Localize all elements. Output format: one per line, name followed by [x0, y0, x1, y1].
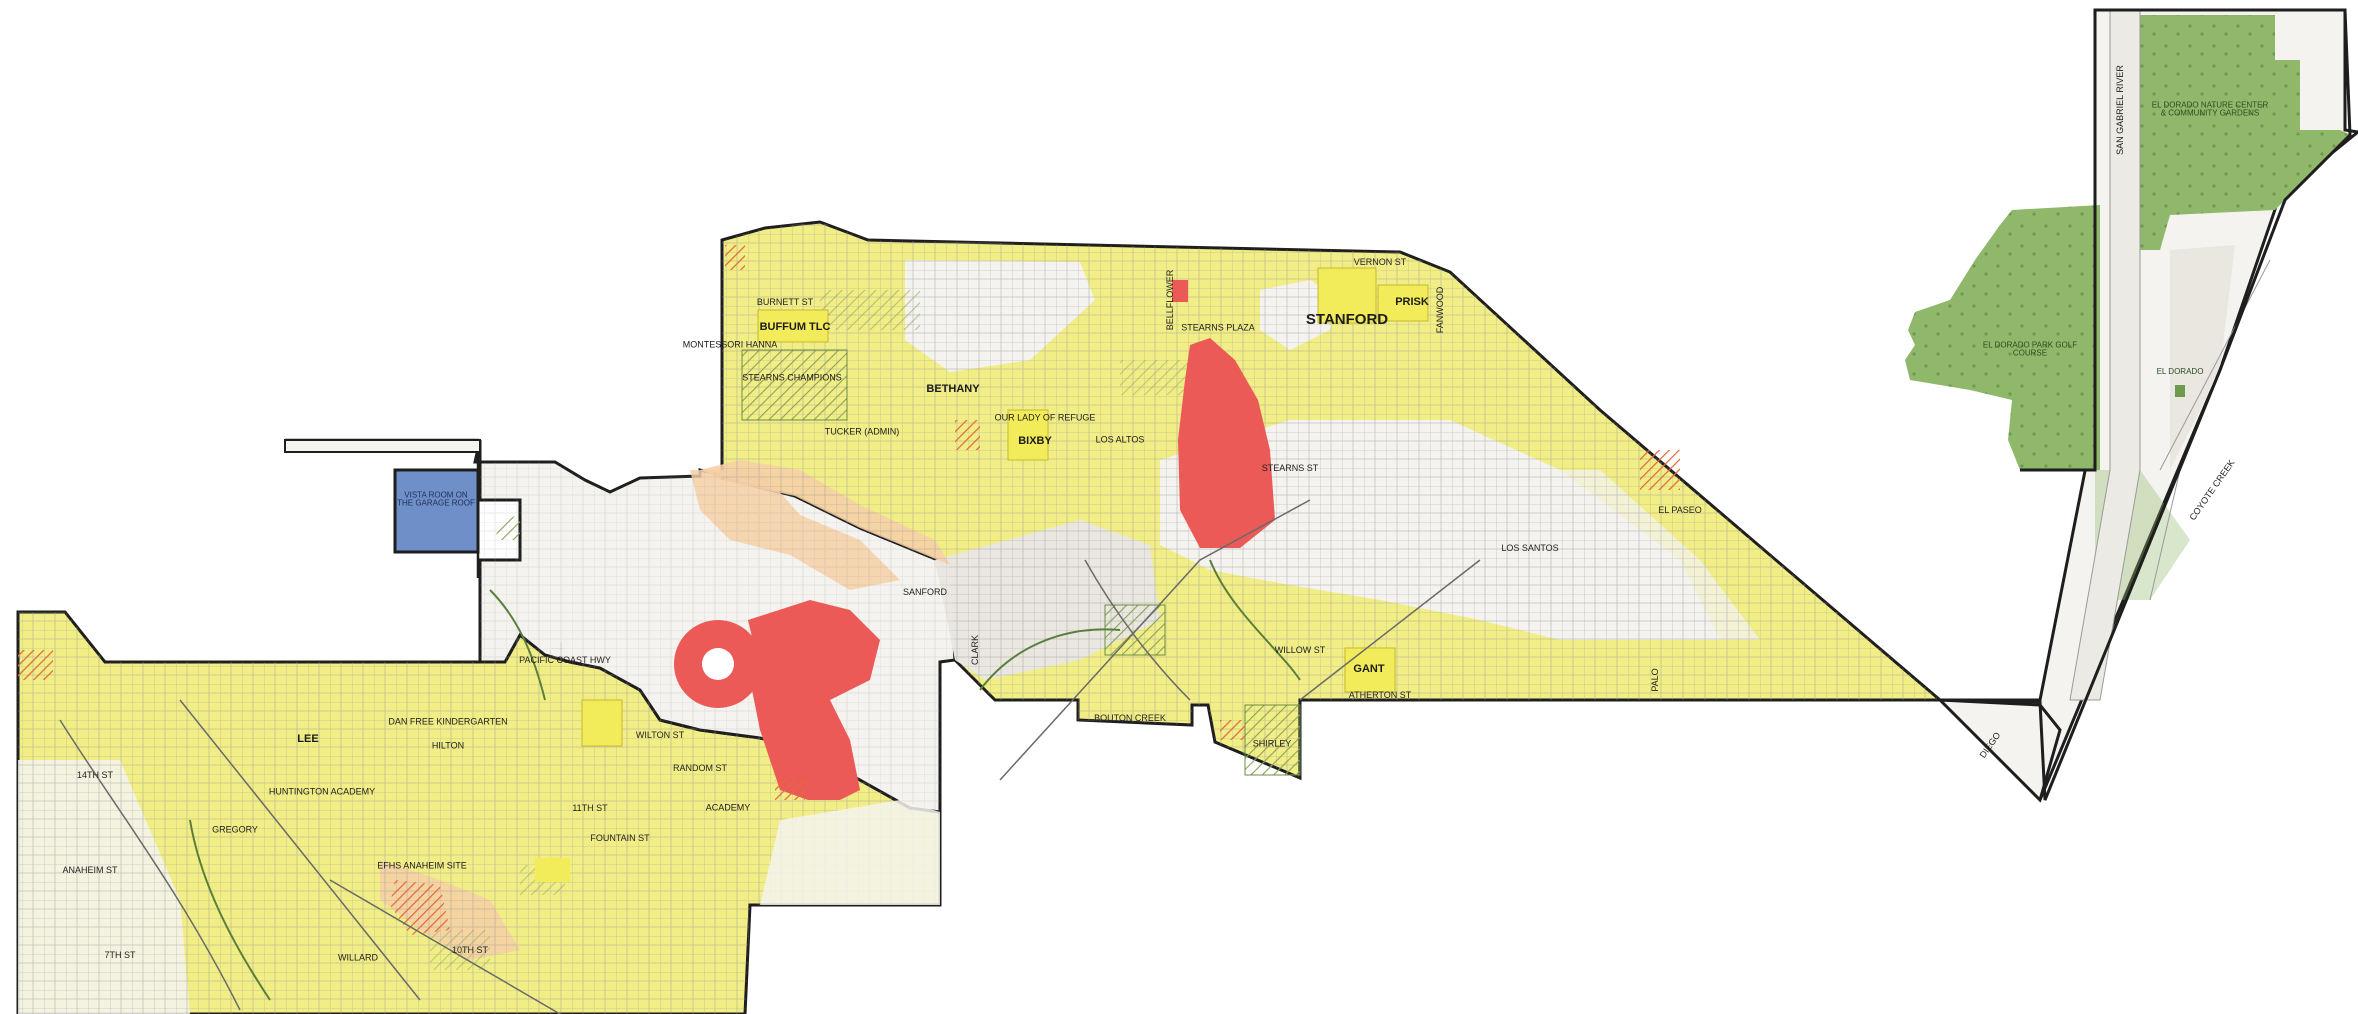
- label-academy: ACADEMY: [705, 802, 751, 813]
- label-shirley: SHIRLEY: [1252, 738, 1292, 749]
- street-sanford: SANFORD: [902, 587, 948, 597]
- street-tenth: 10TH ST: [451, 945, 489, 955]
- hotspots: [18, 245, 1680, 935]
- street-los-santos: LOS SANTOS: [1501, 543, 1559, 553]
- street-seventh: 7TH ST: [104, 950, 136, 960]
- buffer-arcs: [189, 559, 1301, 1001]
- street-el-paseo: EL PASEO: [1658, 505, 1702, 515]
- street-fountain: FOUNTAIN ST: [590, 833, 650, 843]
- label-hilton: HILTON: [431, 740, 465, 751]
- street-bellflower: BELLFLOWER: [1165, 269, 1175, 331]
- label-stanford: STANFORD: [1305, 311, 1389, 329]
- street-atherton: ATHERTON ST: [1348, 690, 1412, 700]
- street-stub: [284, 439, 481, 453]
- label-tucker: TUCKER (ADMIN): [824, 426, 900, 437]
- label-los-altos: LOS ALTOS: [1095, 434, 1145, 445]
- street-eleventh: 11TH ST: [572, 803, 608, 813]
- street-burnett: BURNETT ST: [756, 297, 814, 307]
- label-lee: LEE: [297, 733, 319, 746]
- label-montessori: MONTESSORI HANNA: [682, 339, 778, 350]
- street-palo: PALO: [1650, 668, 1660, 692]
- label-gant: GANT: [1353, 663, 1385, 676]
- label-prisk: PRISK: [1395, 296, 1429, 309]
- street-fourteenth: 14TH ST: [76, 770, 114, 780]
- diagonal-avenues: [59, 499, 1481, 1014]
- el-dorado-park: [1905, 8, 2358, 803]
- label-el-dorado: EL DORADO: [2156, 366, 2204, 376]
- street-willow: WILLOW ST: [1274, 645, 1326, 655]
- label-dan-free: DAN FREE KINDERGARTEN: [388, 716, 508, 727]
- label-efhs: EFHS ANAHEIM SITE: [377, 860, 467, 871]
- label-bethany: BETHANY: [926, 383, 980, 396]
- label-bixby: BIXBY: [1018, 435, 1052, 448]
- label-buffum: BUFFUM TLC: [759, 321, 831, 334]
- street-clark: CLARK: [970, 634, 980, 666]
- label-el-dorado-nature: EL DORADO NATURE CENTER & COMMUNITY GARD…: [2151, 100, 2269, 118]
- street-san-gabriel-river: SAN GABRIEL RIVER: [2115, 65, 2125, 155]
- street-anaheim: ANAHEIM ST: [62, 865, 118, 875]
- label-el-dorado-golf: EL DORADO PARK GOLF COURSE: [1982, 340, 2078, 358]
- street-vernon: VERNON ST: [1353, 257, 1407, 267]
- blue-site: [393, 468, 480, 554]
- street-wilton: WILTON ST: [635, 730, 685, 740]
- street-random: RANDOM ST: [673, 763, 727, 773]
- label-stearns-plaza: STEARNS PLAZA: [1181, 322, 1255, 333]
- street-stearns: STEARNS ST: [1261, 463, 1319, 473]
- label-vista-room: VISTA ROOM ON THE GARAGE ROOF: [397, 490, 475, 508]
- label-huntington: HUNTINGTON ACADEMY: [268, 786, 376, 797]
- label-willard: WILLARD: [337, 952, 379, 963]
- white-patches: [18, 470, 1760, 1014]
- street-bouton-creek: BOUTON CREEK: [1094, 713, 1166, 723]
- label-our-lady: OUR LADY OF REFUGE: [994, 412, 1096, 423]
- street-pch: PACIFIC COAST HWY: [519, 655, 611, 665]
- label-gregory: GREGORY: [212, 824, 258, 835]
- school-boxes: [535, 267, 1429, 882]
- street-fanwood: FANWOOD: [1435, 286, 1445, 334]
- label-stearns-champions: STEARNS CHAMPIONS: [742, 372, 842, 383]
- park-boundary: [1939, 8, 2352, 801]
